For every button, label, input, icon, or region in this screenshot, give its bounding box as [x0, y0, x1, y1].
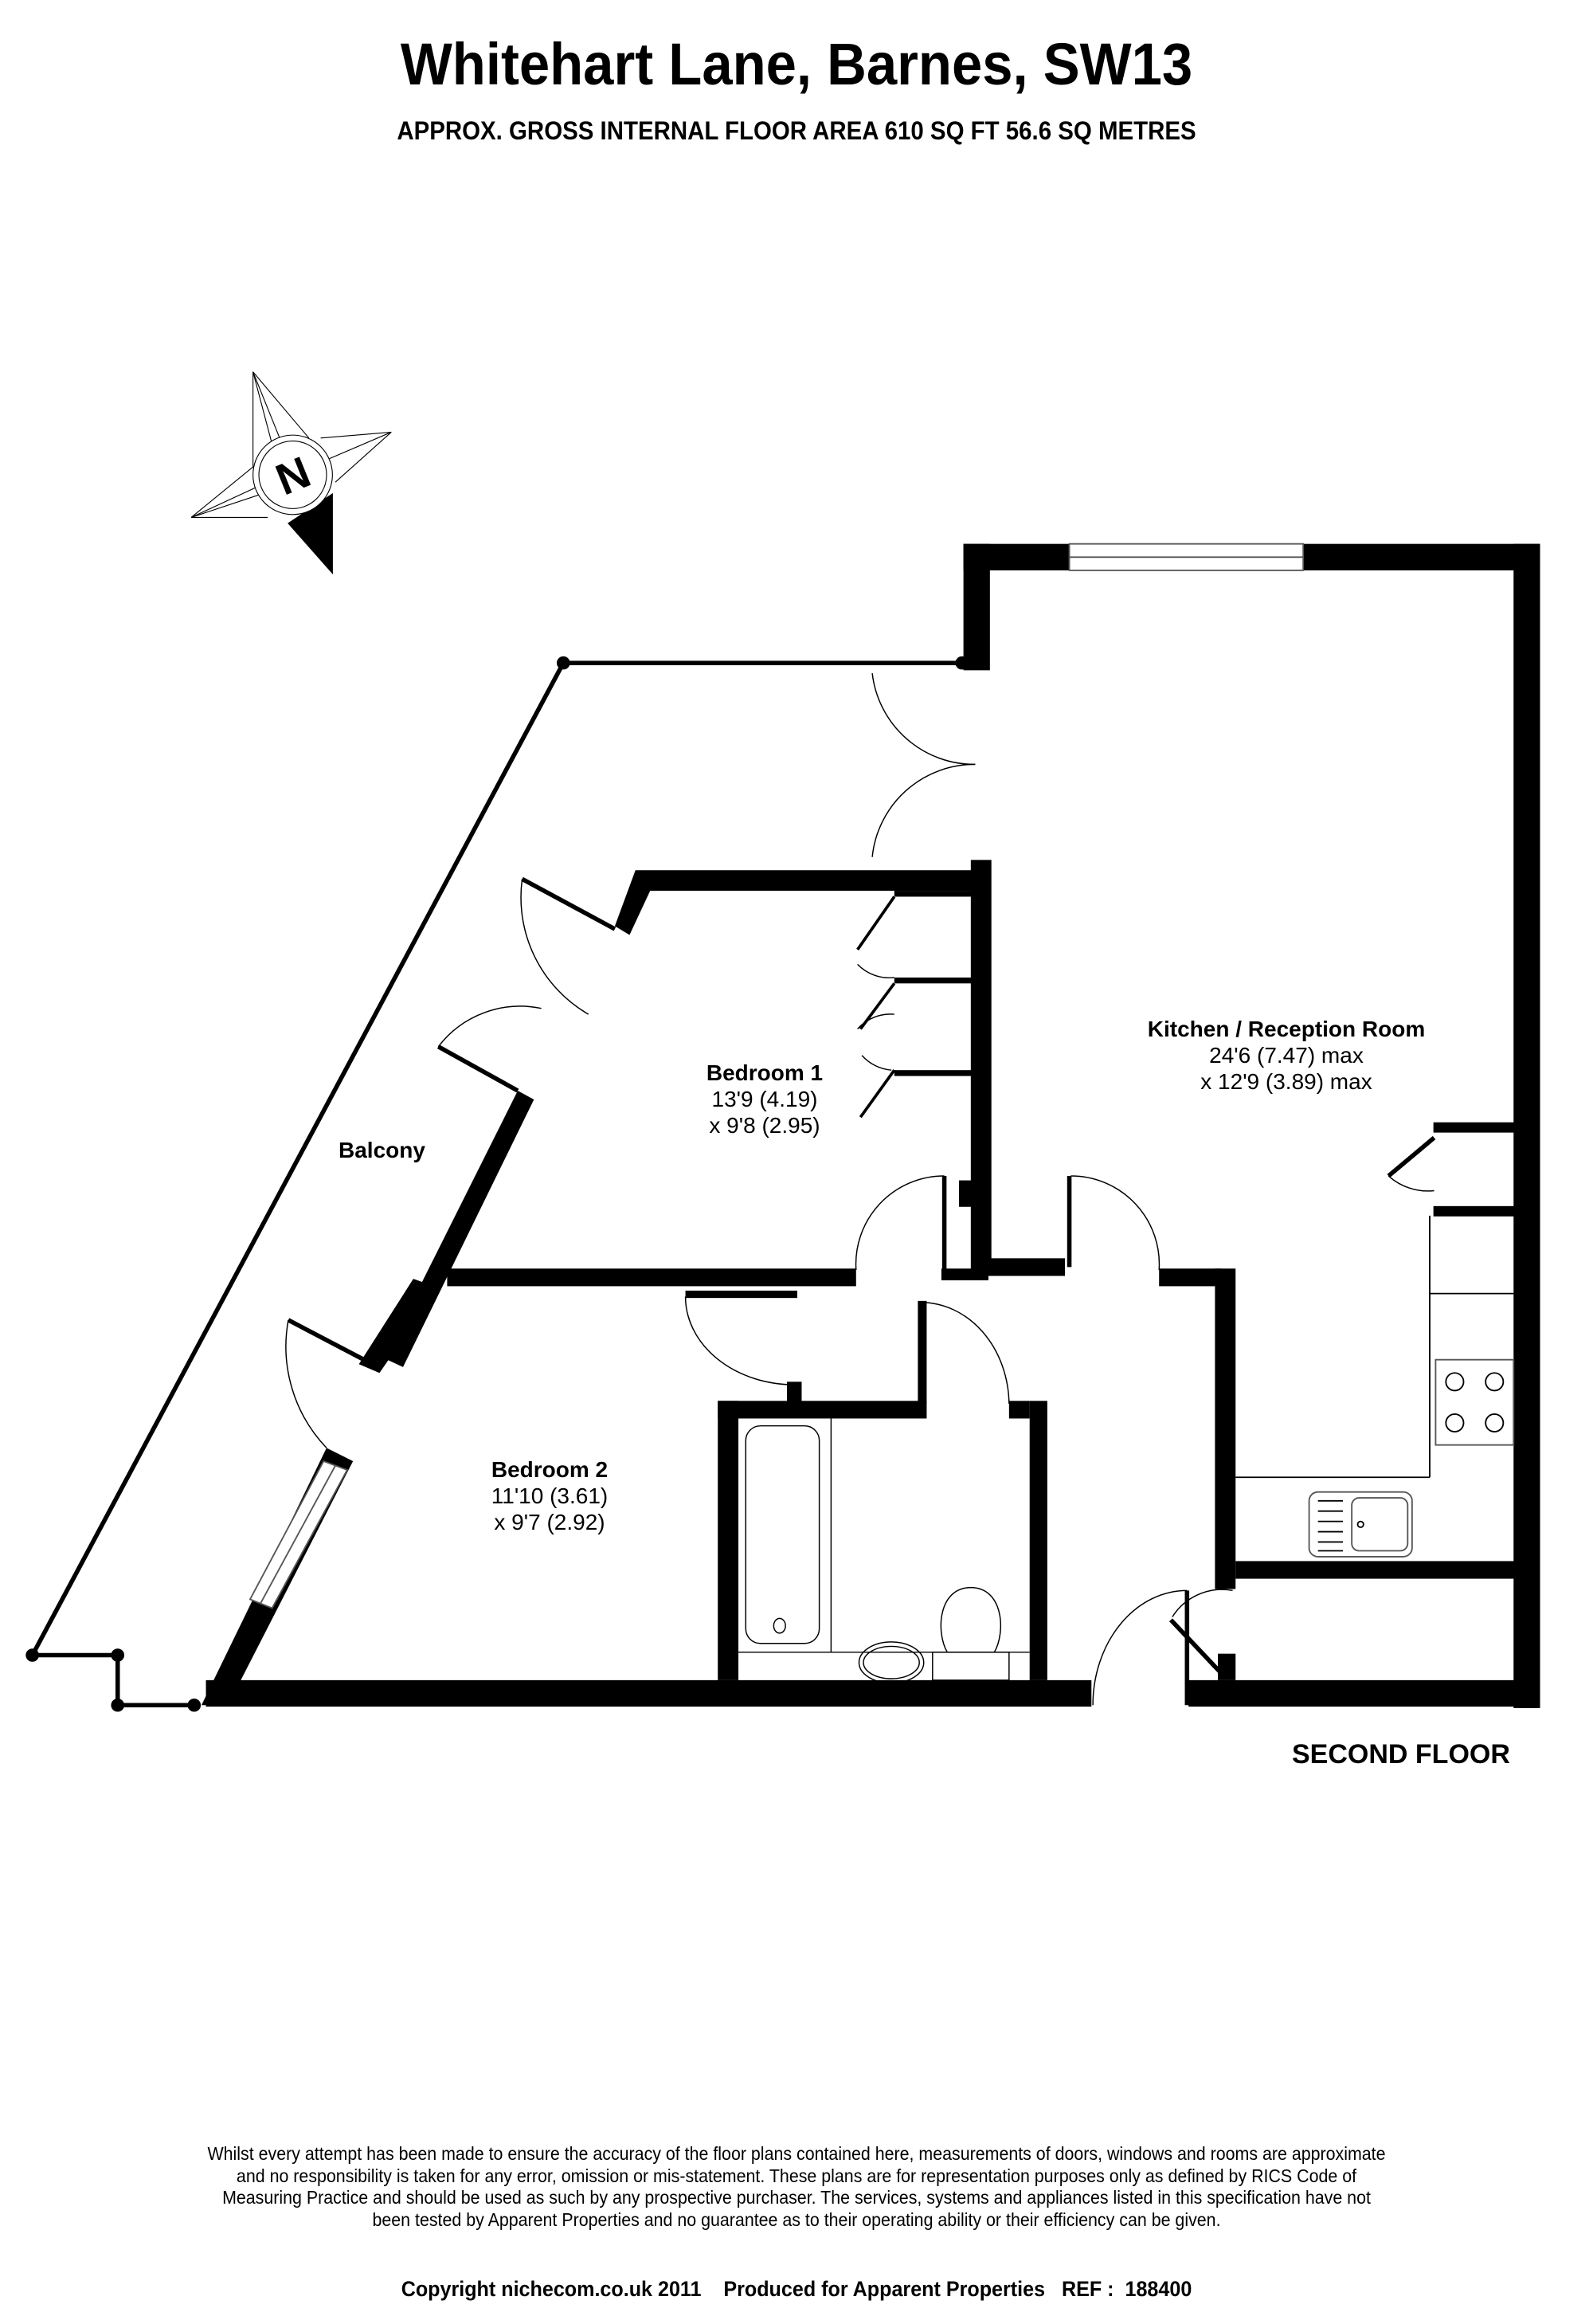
room-name: Bedroom 2: [491, 1457, 609, 1482]
room-bedroom-1: Bedroom 1 13'9 (4.19) x 9'8 (2.95): [637, 1060, 892, 1138]
floor-area-summary: APPROX. GROSS INTERNAL FLOOR AREA 610 SQ…: [397, 116, 1196, 145]
balcony-outline: [25, 656, 969, 1712]
door-swings: [285, 672, 1436, 1706]
room-bedroom-2: Bedroom 2 11'10 (3.61) x 9'7 (2.92): [430, 1456, 669, 1535]
room-dimension-2: x 12'9 (3.89) max: [1200, 1069, 1372, 1095]
room-kitchen-reception: Kitchen / Reception Room 24'6 (7.47) max…: [1067, 1016, 1505, 1095]
disclaimer-text: Whilst every attempt has been made to en…: [207, 2143, 1386, 2230]
room-dimension-2: x 9'8 (2.95): [709, 1113, 820, 1138]
room-name: Kitchen / Reception Room: [1147, 1017, 1426, 1041]
room-dimension-1: 11'10 (3.61): [491, 1483, 609, 1509]
copyright-line: Copyright nichecom.co.uk 2011 Produced f…: [401, 2277, 1192, 2301]
floor-level-label: SECOND FLOOR: [1292, 1739, 1510, 1769]
bathroom-fittings: [738, 1418, 1030, 1684]
room-dimension-2: x 9'7 (2.92): [494, 1510, 605, 1535]
room-name: Bedroom 1: [706, 1060, 824, 1085]
room-dimension-1: 24'6 (7.47) max: [1209, 1043, 1364, 1068]
balcony-label: Balcony: [339, 1138, 425, 1162]
room-dimension-1: 13'9 (4.19): [711, 1087, 818, 1112]
kitchen-fittings: [1235, 1122, 1515, 1558]
windows: [249, 543, 1305, 1609]
north-arrow-icon: N: [190, 371, 392, 575]
page-title: Whitehart Lane, Barnes, SW13: [400, 31, 1193, 97]
